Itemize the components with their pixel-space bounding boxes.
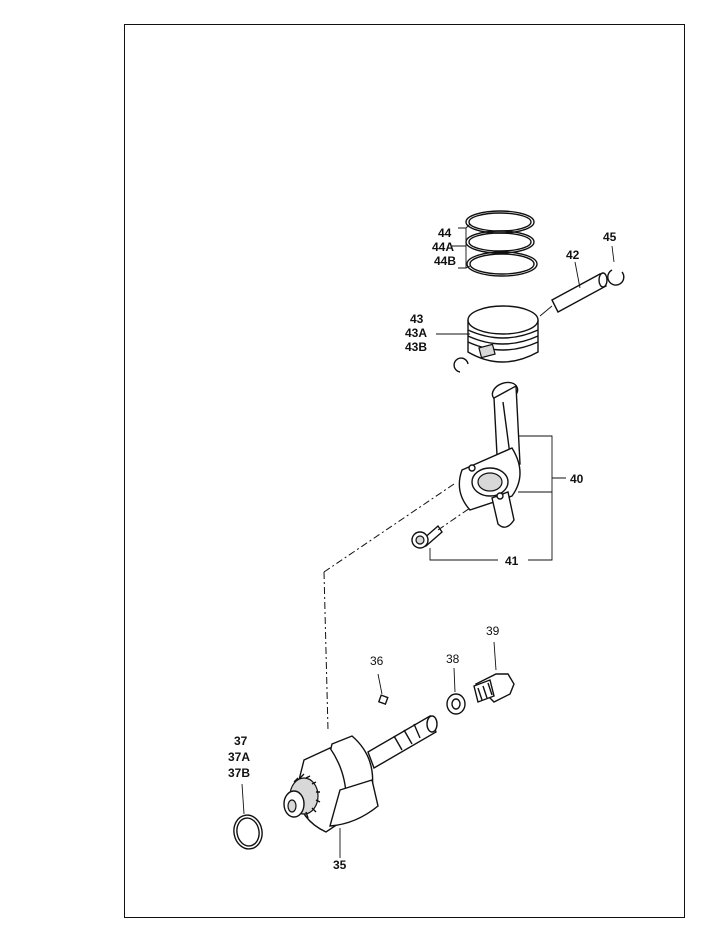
label-44: 44 (438, 226, 452, 240)
label-37b: 37B (228, 766, 251, 780)
piston[interactable] (467, 305, 553, 363)
pin-clip-45[interactable] (607, 269, 625, 286)
label-45: 45 (603, 230, 617, 244)
label-39: 39 (486, 624, 500, 638)
label-44b: 44B (434, 254, 457, 268)
washer[interactable] (446, 667, 466, 715)
label-43: 43 (410, 312, 424, 326)
label-38: 38 (446, 652, 460, 666)
connecting-rod[interactable] (458, 379, 521, 528)
piston-rings[interactable] (465, 210, 538, 277)
woodruff-key[interactable] (377, 694, 389, 706)
label-35: 35 (333, 858, 347, 872)
label-42: 42 (566, 248, 580, 262)
crankshaft[interactable] (283, 714, 438, 858)
label-41: 41 (505, 554, 519, 568)
label-36: 36 (370, 654, 384, 668)
label-37a: 37A (228, 750, 251, 764)
rod-bolt[interactable] (411, 524, 498, 561)
label-43a: 43A (405, 326, 428, 340)
diagram-frame (124, 24, 685, 918)
oil-seal[interactable] (231, 783, 264, 851)
assembly-line-rod (323, 483, 455, 573)
assembly-line-bolt (437, 507, 471, 531)
label-43b: 43B (405, 340, 428, 354)
piston-pin[interactable] (551, 261, 608, 313)
label-44a: 44A (432, 240, 455, 254)
piston-clip[interactable] (453, 357, 469, 373)
assembly-line-crank (323, 571, 329, 731)
label-40: 40 (570, 472, 584, 486)
label-37: 37 (234, 734, 248, 748)
crank-bolt[interactable] (473, 641, 515, 703)
